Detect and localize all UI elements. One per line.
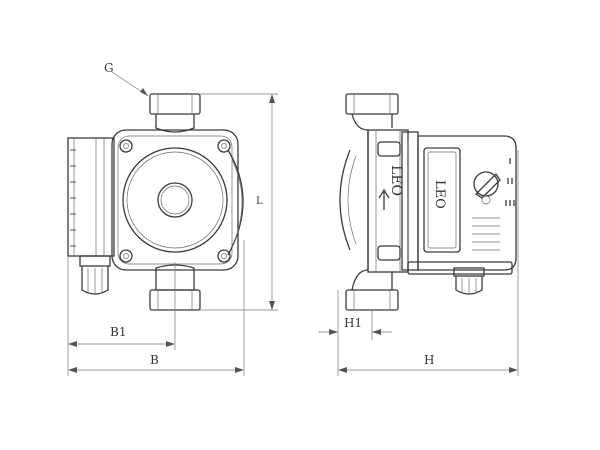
label-h: H <box>424 353 434 367</box>
dim-b1 <box>67 256 176 376</box>
terminal-box <box>67 137 115 257</box>
dim-h1 <box>318 290 392 376</box>
label-g: G <box>104 61 114 75</box>
dim-b <box>68 240 245 376</box>
label-b1: B1 <box>110 325 126 339</box>
cable-gland-side <box>453 267 485 295</box>
side-bottom-pipe <box>345 289 399 311</box>
front-view: G L B1 B <box>67 61 278 376</box>
label-b: B <box>150 353 159 367</box>
side-motor: LEO <box>367 129 419 273</box>
side-view: LEO LEO <box>318 93 519 376</box>
label-h1: H1 <box>344 316 362 330</box>
dim-h <box>338 150 519 376</box>
side-top-pipe <box>345 93 399 115</box>
brand-logo-left: LEO <box>388 165 404 196</box>
side-control-box: LEO <box>407 135 517 275</box>
label-l: L <box>256 196 263 207</box>
brand-logo-right: LEO <box>432 180 447 209</box>
top-pipe-connection <box>149 93 201 133</box>
dim-l <box>200 93 278 311</box>
cable-gland-front <box>79 255 111 295</box>
housing-bolts <box>119 139 231 263</box>
g-leader <box>111 71 149 97</box>
pump-housing <box>111 129 244 271</box>
